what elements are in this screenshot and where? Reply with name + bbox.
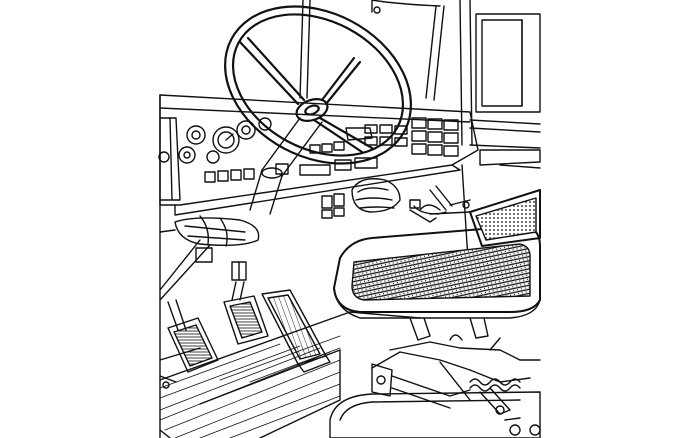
under-dash bbox=[321, 164, 471, 261]
clutch-pedal bbox=[167, 299, 219, 373]
gauge-1 bbox=[186, 125, 206, 145]
seat-suspension bbox=[329, 317, 541, 438]
turn-signal-lever bbox=[345, 127, 373, 141]
gauge-3 bbox=[206, 150, 220, 164]
steering-column bbox=[249, 117, 373, 215]
speedometer bbox=[212, 126, 240, 154]
gauge-2 bbox=[178, 146, 196, 164]
cab-floor bbox=[159, 311, 421, 438]
driver-seat bbox=[333, 189, 541, 319]
cab-frame bbox=[299, 0, 541, 169]
gauge-5 bbox=[258, 117, 272, 131]
steering-wheel bbox=[224, 5, 412, 165]
gauge-4 bbox=[236, 120, 256, 140]
brake-pedal bbox=[223, 281, 269, 345]
dashboard bbox=[158, 94, 479, 216]
gear-lever bbox=[409, 185, 453, 215]
pedal-linkage bbox=[159, 215, 260, 301]
